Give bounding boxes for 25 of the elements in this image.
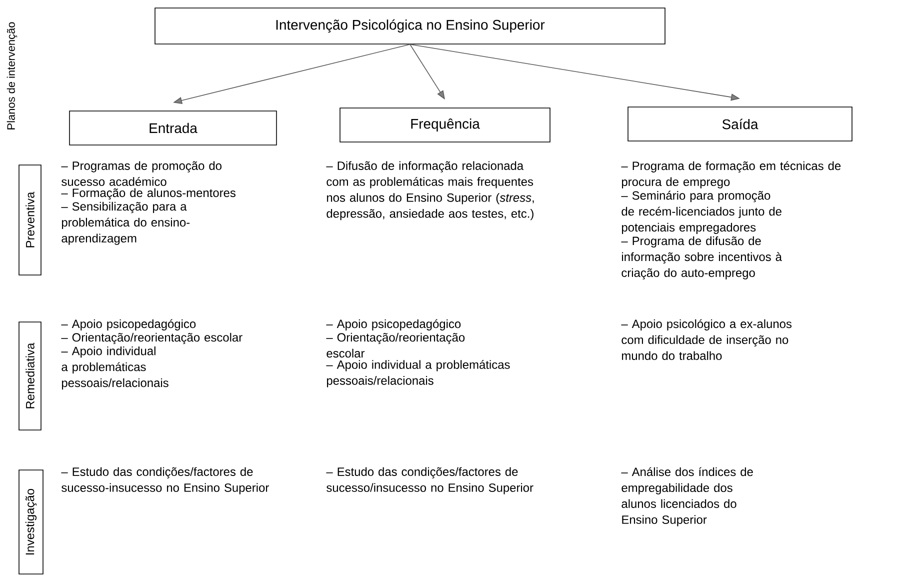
list-item: – Programas de promoção do sucesso académico [61, 161, 222, 186]
side-label: Planos de intervenção [6, 22, 18, 130]
list-item: – Sensibilização para a problemática do ensino-aprendizagem [61, 202, 190, 245]
list-item: – Apoio psicopedagógico [326, 319, 461, 330]
title-box: Intervenção Psicológica no Ensino Superior [154, 8, 666, 44]
list-item: – Programa de formação em técnicas de procura de emprego [621, 161, 841, 188]
list-item: – Programa de difusão de informação sobre incentivos à criação do auto-emprego [621, 236, 782, 280]
column-header-box: Entrada [69, 110, 277, 146]
row-header-box: Investigação [18, 470, 44, 574]
list-item: – Apoio psicopedagógico [61, 319, 196, 330]
list-item: – Difusão de informação relacionada com as problemáticas mais frequentes nos alunos do Ensino Superior (stress, depressão, ansiedade aos testes, etc.) [326, 161, 534, 220]
list-item: – Apoio individual a problemáticas pessoais/relacionais [326, 360, 510, 388]
list-item: – Formação de alunos-mentores [61, 188, 236, 200]
row-header-box: Remediativa [18, 322, 42, 430]
column-header-box: Saída [628, 106, 852, 142]
list-item: – Orientação/reorientação escolar [326, 332, 465, 358]
list-item: – Apoio psicológico a ex-alunos com dificuldade de inserção no mundo do trabalho [621, 319, 792, 360]
list-item: – Estudo das condições/factores de sucesso-insucesso no Ensino Superior [61, 467, 269, 494]
list-item: – Orientação/reorientação escolar [61, 332, 242, 344]
list-item: – Apoio individual a problemáticas pessoais/relacionais [61, 346, 168, 390]
column-header-box: Frequência [340, 108, 550, 142]
list-item: – Estudo das condições/factores de sucesso/insucesso no Ensino Superior [326, 467, 534, 494]
row-header-box: Preventiva [18, 164, 42, 276]
list-item: – Seminário para promoção de recém-licenciados junto de potenciais empregadores [621, 190, 782, 234]
list-item: – Análise dos índices de empregabilidade dos alunos licenciados do Ensino Superior [621, 467, 753, 526]
